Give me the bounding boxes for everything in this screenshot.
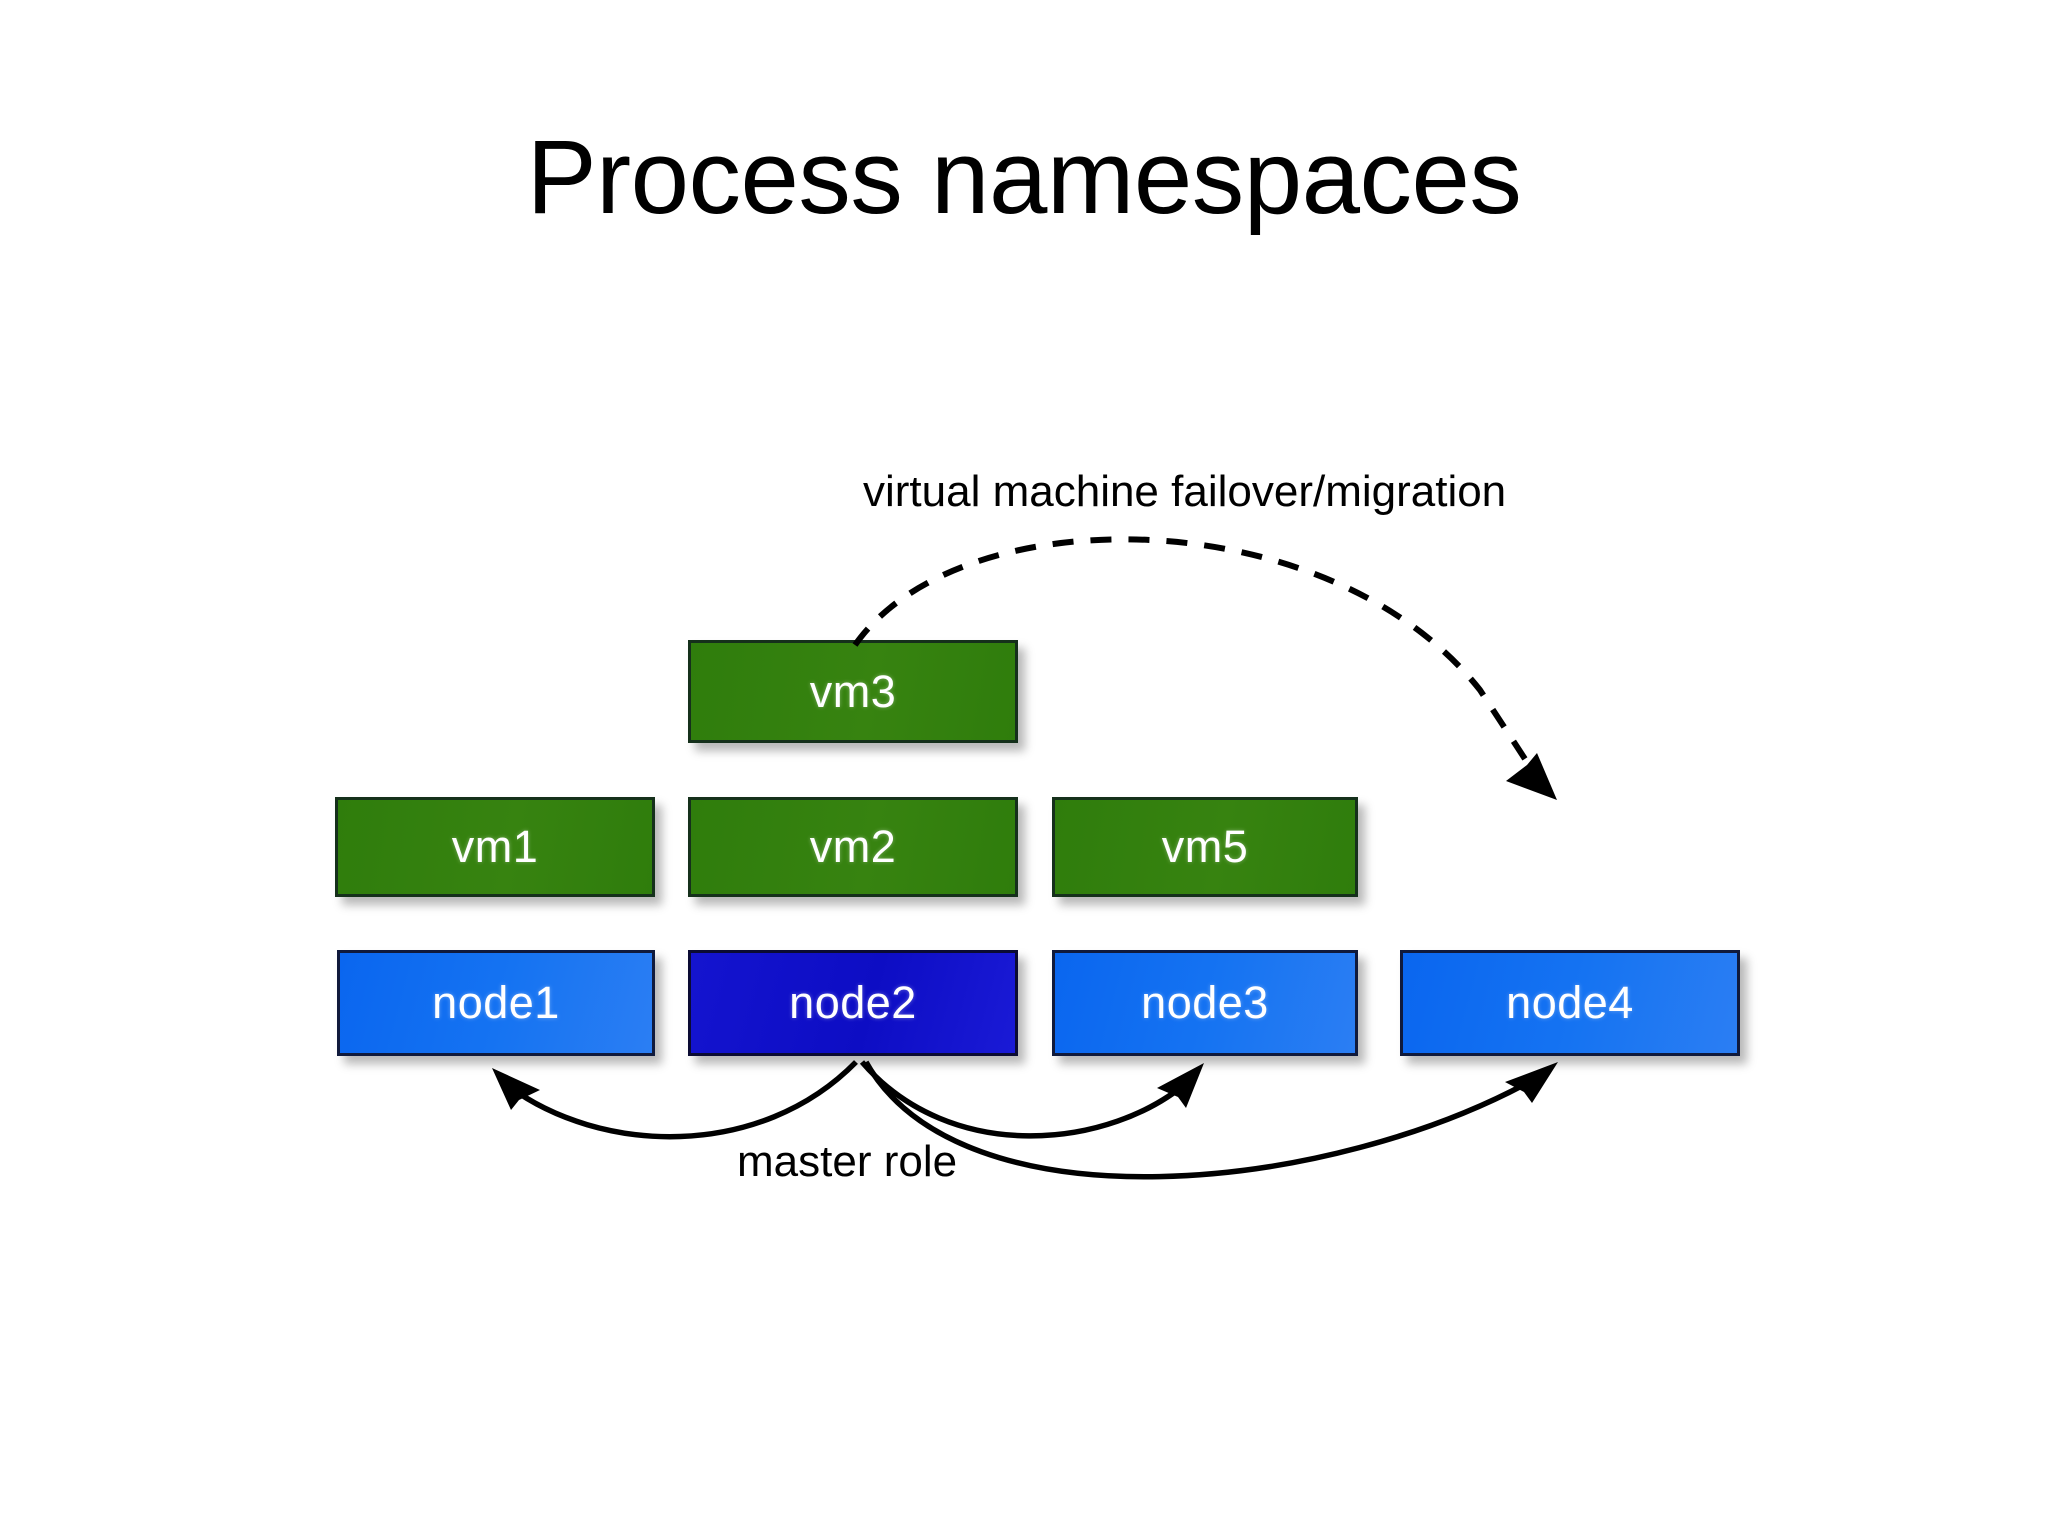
- node-box-node4[interactable]: node4: [1400, 950, 1740, 1056]
- master-arrow-head-node1: [492, 1068, 540, 1110]
- page-title: Process namespaces: [526, 119, 1522, 236]
- vm-box-label: vm3: [809, 665, 897, 717]
- node-box-label: node4: [1506, 977, 1634, 1028]
- vm-box-label: vm2: [809, 821, 897, 872]
- node-box-label: node1: [432, 977, 560, 1028]
- master-arrow-curve-node4: [863, 1060, 1542, 1180]
- node-box-node3[interactable]: node3: [1052, 950, 1358, 1056]
- node-box-label: node3: [1141, 977, 1269, 1028]
- node-box-node2[interactable]: node2: [688, 950, 1018, 1056]
- master-arrow-head-node3: [1157, 1063, 1204, 1108]
- node-box-node1[interactable]: node1: [337, 950, 655, 1056]
- vm-box-vm2[interactable]: vm2: [688, 797, 1018, 897]
- master-role-label: master role: [737, 1137, 958, 1186]
- vm-box-vm5[interactable]: vm5: [1052, 797, 1358, 897]
- vm-box-label: vm5: [1161, 821, 1249, 872]
- migration-label: virtual machine failover/migration: [863, 467, 1507, 516]
- vm-box-vm1[interactable]: vm1: [335, 797, 655, 897]
- master-arrow-curve-node1: [505, 1060, 858, 1140]
- vm-box-label: vm1: [451, 821, 539, 872]
- master-arrow-head-node4: [1505, 1062, 1558, 1103]
- migration-arrow-head: [1506, 753, 1557, 800]
- node-box-label: node2: [789, 977, 917, 1028]
- master-arrow-curve-node3: [859, 1060, 1192, 1139]
- vm-box-vm3[interactable]: vm3: [688, 640, 1018, 743]
